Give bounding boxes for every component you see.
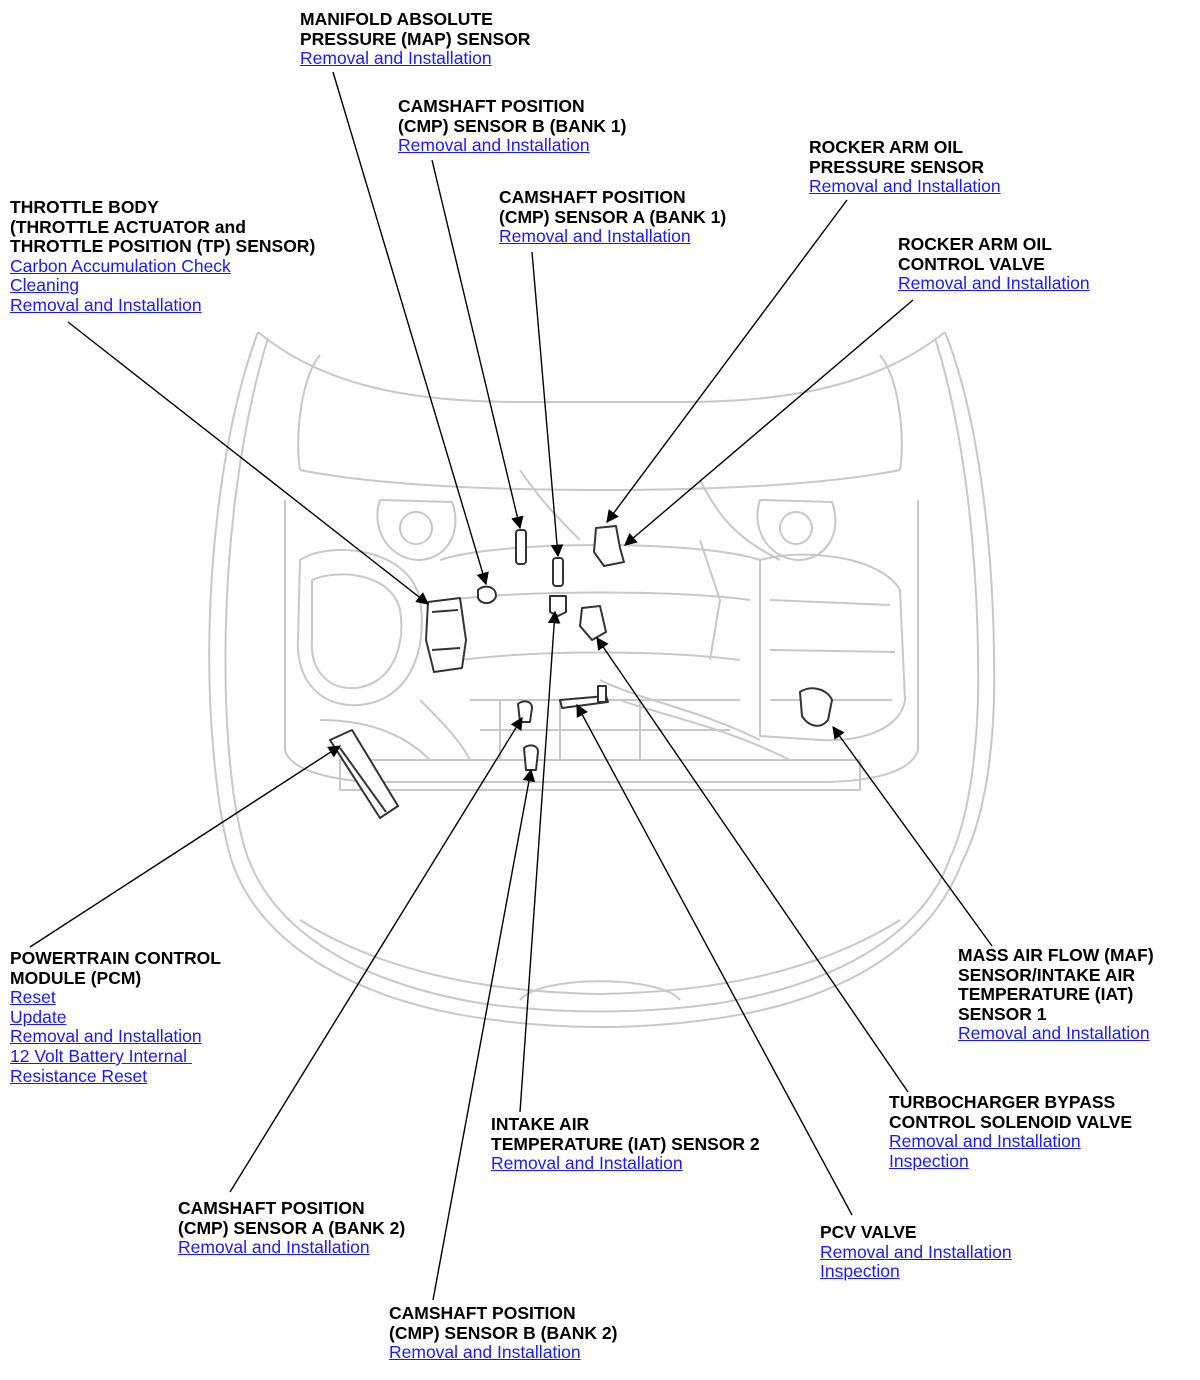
callout-links: Removal and Installation bbox=[958, 1024, 1154, 1044]
leader-line-cmp-b2 bbox=[432, 768, 536, 1301]
callout-links: Removal and Installation bbox=[300, 49, 530, 69]
callout-iat-sensor-2: INTAKE AIR TEMPERATURE (IAT) SENSOR 2 Re… bbox=[491, 1114, 760, 1174]
callout-cmp-sensor-a-bank2: CAMSHAFT POSITION (CMP) SENSOR A (BANK 2… bbox=[178, 1198, 406, 1258]
callout-links: Removal and Installation bbox=[398, 136, 626, 156]
pcv-valve-part bbox=[559, 685, 609, 709]
rocker-arm-oil-pressure-sensor-part bbox=[593, 525, 625, 567]
callout-links: Removal and Installation bbox=[809, 177, 1001, 197]
cmp-sensor-a-bank1-part bbox=[552, 557, 564, 587]
callout-link[interactable]: Removal and Installation bbox=[499, 226, 691, 247]
callout-title: ROCKER ARM OIL CONTROL VALVE bbox=[898, 234, 1052, 274]
callout-title: PCV VALVE bbox=[820, 1222, 917, 1242]
callout-links: Removal and Installation bbox=[491, 1154, 760, 1174]
leader-line-rocker-sensor bbox=[606, 199, 848, 524]
callout-link[interactable]: Update bbox=[10, 1006, 67, 1027]
iat-sensor-2-part bbox=[549, 595, 567, 617]
vehicle-outline bbox=[208, 331, 996, 1028]
leader-line-maf bbox=[832, 725, 993, 947]
callout-cmp-sensor-a-bank1: CAMSHAFT POSITION (CMP) SENSOR A (BANK 1… bbox=[499, 187, 727, 247]
cmp-sensor-b-bank2-part bbox=[523, 744, 539, 771]
callout-link[interactable]: Carbon Accumulation Check bbox=[10, 255, 231, 276]
leader-line-cmp-a2 bbox=[229, 716, 523, 1193]
callout-cmp-sensor-b-bank1: CAMSHAFT POSITION (CMP) SENSOR B (BANK 1… bbox=[398, 96, 627, 156]
leader-line-turbo bbox=[596, 636, 909, 1093]
leader-line-cmp-b1 bbox=[431, 159, 524, 530]
callout-title: CAMSHAFT POSITION (CMP) SENSOR A (BANK 1… bbox=[499, 187, 727, 227]
callout-links: Removal and Installation bbox=[178, 1238, 405, 1258]
pcm-part bbox=[329, 729, 399, 819]
turbo-bypass-valve-part bbox=[579, 605, 607, 641]
callout-link[interactable]: Removal and Installation bbox=[491, 1153, 683, 1174]
map-sensor-part bbox=[477, 585, 497, 604]
callout-links: Removal and Installation bbox=[499, 227, 726, 247]
callout-title: POWERTRAIN CONTROL MODULE (PCM) bbox=[10, 948, 221, 988]
callout-link[interactable]: Resistance Reset bbox=[10, 1065, 148, 1086]
callout-rocker-arm-oil-pressure-sensor: ROCKER ARM OIL PRESSURE SENSOR Removal a… bbox=[809, 137, 1001, 197]
callout-link[interactable]: Removal and Installation bbox=[10, 1026, 202, 1047]
callout-title: INTAKE AIR TEMPERATURE (IAT) SENSOR 2 bbox=[491, 1114, 760, 1154]
callout-title: CAMSHAFT POSITION (CMP) SENSOR B (BANK 1… bbox=[398, 96, 627, 136]
callout-link[interactable]: 12 Volt Battery Internal bbox=[10, 1045, 192, 1066]
callout-map-sensor: MANIFOLD ABSOLUTE PRESSURE (MAP) SENSOR … bbox=[300, 9, 531, 69]
callout-cmp-sensor-b-bank2: CAMSHAFT POSITION (CMP) SENSOR B (BANK 2… bbox=[389, 1303, 618, 1363]
leader-line-map bbox=[332, 71, 489, 586]
callout-link[interactable]: Removal and Installation bbox=[398, 135, 590, 156]
callout-title: MANIFOLD ABSOLUTE PRESSURE (MAP) SENSOR bbox=[300, 9, 531, 49]
cmp-sensor-b-bank1-part bbox=[515, 529, 527, 565]
callout-links: Removal and Installation bbox=[389, 1343, 617, 1363]
callout-turbocharger-bypass-valve: TURBOCHARGER BYPASS CONTROL SOLENOID VAL… bbox=[889, 1092, 1133, 1171]
leader-line-pcv bbox=[576, 703, 853, 1216]
callout-link[interactable]: Removal and Installation bbox=[178, 1237, 370, 1258]
callout-link[interactable]: Cleaning bbox=[10, 275, 80, 296]
callout-links: Removal and Installation bbox=[898, 274, 1090, 294]
callout-link[interactable]: Removal and Installation bbox=[10, 294, 202, 315]
throttle-body-part bbox=[425, 597, 467, 673]
callout-link[interactable]: Removal and Installation bbox=[820, 1241, 1012, 1262]
leader-line-pcm bbox=[29, 745, 342, 948]
callout-link[interactable]: Removal and Installation bbox=[898, 273, 1090, 294]
callout-maf-sensor: MASS AIR FLOW (MAF) SENSOR/INTAKE AIR TE… bbox=[958, 945, 1154, 1044]
callout-link[interactable]: Reset bbox=[10, 987, 56, 1008]
leader-line-iat2 bbox=[519, 610, 561, 1113]
callout-title: CAMSHAFT POSITION (CMP) SENSOR A (BANK 2… bbox=[178, 1198, 406, 1238]
leader-line-throttle bbox=[67, 321, 429, 605]
callout-link[interactable]: Removal and Installation bbox=[809, 176, 1001, 197]
callout-rocker-arm-oil-control-valve: ROCKER ARM OIL CONTROL VALVE Removal and… bbox=[898, 234, 1090, 294]
callout-link[interactable]: Removal and Installation bbox=[958, 1023, 1150, 1044]
callout-link[interactable]: Removal and Installation bbox=[389, 1342, 581, 1363]
callout-link[interactable]: Removal and Installation bbox=[889, 1131, 1081, 1152]
callout-title: THROTTLE BODY (THROTTLE ACTUATOR and THR… bbox=[10, 197, 316, 257]
engine-parts bbox=[329, 525, 833, 819]
callout-link[interactable]: Removal and Installation bbox=[300, 48, 492, 69]
callout-link[interactable]: Inspection bbox=[820, 1261, 900, 1282]
callout-throttle-body: THROTTLE BODY (THROTTLE ACTUATOR and THR… bbox=[10, 197, 316, 316]
leader-line-cmp-a1 bbox=[531, 251, 564, 558]
callout-link[interactable]: Inspection bbox=[889, 1150, 969, 1171]
callout-title: MASS AIR FLOW (MAF) SENSOR/INTAKE AIR TE… bbox=[958, 945, 1154, 1024]
cmp-sensor-a-bank2-part bbox=[517, 700, 533, 723]
leader-lines bbox=[29, 71, 993, 1301]
leader-line-rocker-valve bbox=[624, 299, 914, 546]
maf-sensor-part bbox=[799, 687, 833, 727]
callout-title: ROCKER ARM OIL PRESSURE SENSOR bbox=[809, 137, 985, 177]
callout-title: TURBOCHARGER BYPASS CONTROL SOLENOID VAL… bbox=[889, 1092, 1133, 1132]
callout-title: CAMSHAFT POSITION (CMP) SENSOR B (BANK 2… bbox=[389, 1303, 618, 1343]
